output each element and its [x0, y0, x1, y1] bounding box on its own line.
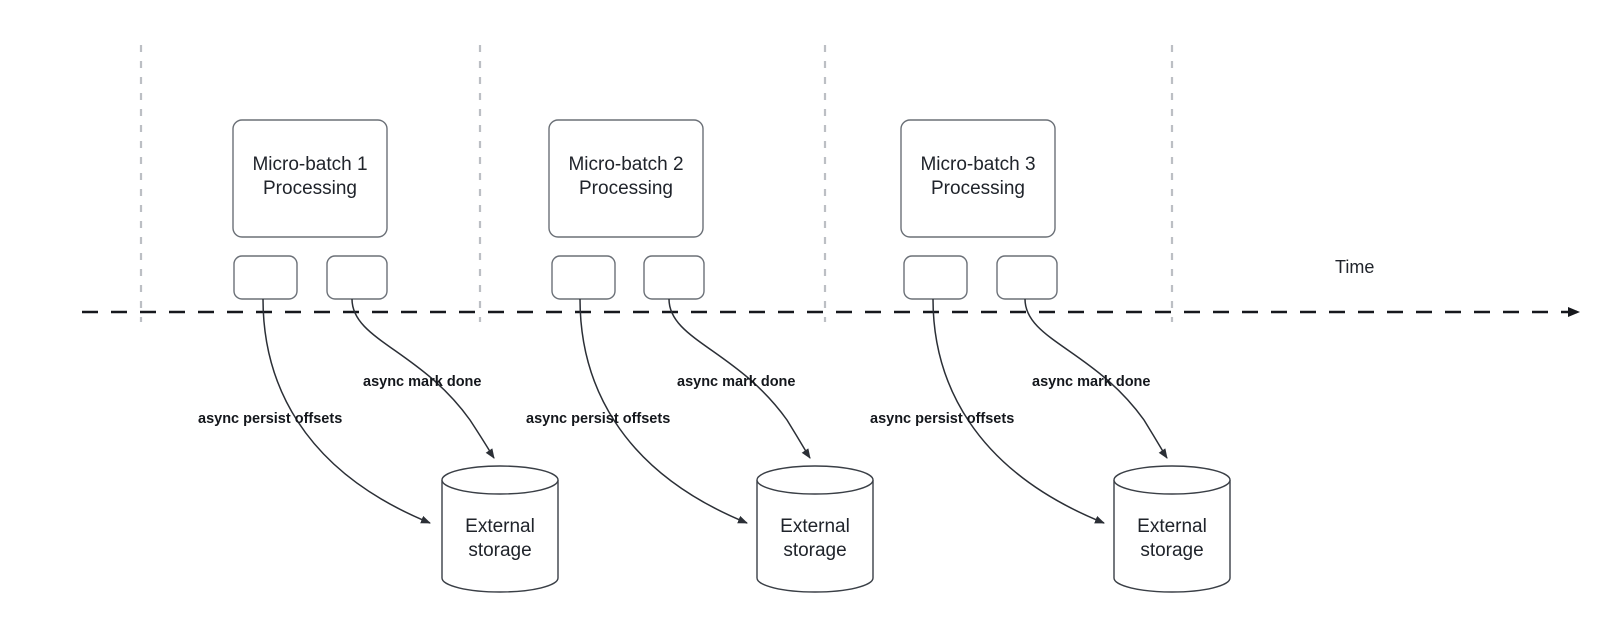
storage-label-line1: External [1137, 516, 1207, 537]
processing-box-label-line2: Processing [931, 178, 1025, 199]
async-mark-done-edge-label-micro-batch-1: async mark done [363, 374, 481, 390]
task-box-right-micro-batch-2[interactable] [643, 255, 705, 300]
storage-cylinder-top-micro-batch-3 [1113, 465, 1231, 495]
async-persist-offsets-edge-micro-batch-3 [932, 298, 1105, 524]
processing-box-label-line2: Processing [263, 178, 357, 199]
task-box-left-micro-batch-1[interactable] [233, 255, 298, 300]
processing-box-label-line1: Micro-batch 1 [252, 154, 367, 175]
task-box-left-micro-batch-3[interactable] [903, 255, 968, 300]
processing-box-label-line2: Processing [579, 178, 673, 199]
async-persist-offsets-edge-micro-batch-2 [579, 298, 748, 524]
async-persist-offsets-edge-micro-batch-1 [262, 298, 431, 524]
time-axis-label: Time [1335, 257, 1374, 277]
processing-box-micro-batch-2[interactable] [548, 119, 704, 238]
storage-label-line2: storage [783, 540, 846, 561]
boundary-lines-group [139, 45, 1174, 322]
async-mark-done-edge-micro-batch-1 [351, 298, 495, 459]
task-box-right-micro-batch-3[interactable] [996, 255, 1058, 300]
storage-label-line1: External [780, 516, 850, 537]
storage-cylinder-top-micro-batch-2 [756, 465, 874, 495]
storage-cylinder-body-micro-batch-1[interactable] [441, 480, 559, 593]
storage-label-line2: storage [1140, 540, 1203, 561]
async-persist-offsets-edge-label-micro-batch-1: async persist offsets [198, 411, 342, 427]
async-mark-done-edge-micro-batch-2 [668, 298, 811, 459]
async-persist-offsets-edge-label-micro-batch-3: async persist offsets [870, 411, 1014, 427]
task-box-left-micro-batch-2[interactable] [551, 255, 616, 300]
processing-box-micro-batch-3[interactable] [900, 119, 1056, 238]
async-mark-done-edge-label-micro-batch-2: async mark done [677, 374, 795, 390]
task-box-right-micro-batch-1[interactable] [326, 255, 388, 300]
processing-box-label-line1: Micro-batch 2 [568, 154, 683, 175]
storage-label-line1: External [465, 516, 535, 537]
storage-cylinder-top-micro-batch-1 [441, 465, 559, 495]
storage-label-line2: storage [468, 540, 531, 561]
storage-cylinder-body-micro-batch-2[interactable] [756, 480, 874, 593]
processing-box-micro-batch-1[interactable] [232, 119, 388, 238]
async-mark-done-edge-micro-batch-3 [1024, 298, 1168, 459]
async-persist-offsets-edge-label-micro-batch-2: async persist offsets [526, 411, 670, 427]
timeline-axis-group: Time [82, 257, 1580, 317]
async-mark-done-edge-label-micro-batch-3: async mark done [1032, 374, 1150, 390]
storage-cylinder-body-micro-batch-3[interactable] [1113, 480, 1231, 593]
processing-box-label-line1: Micro-batch 3 [920, 154, 1035, 175]
